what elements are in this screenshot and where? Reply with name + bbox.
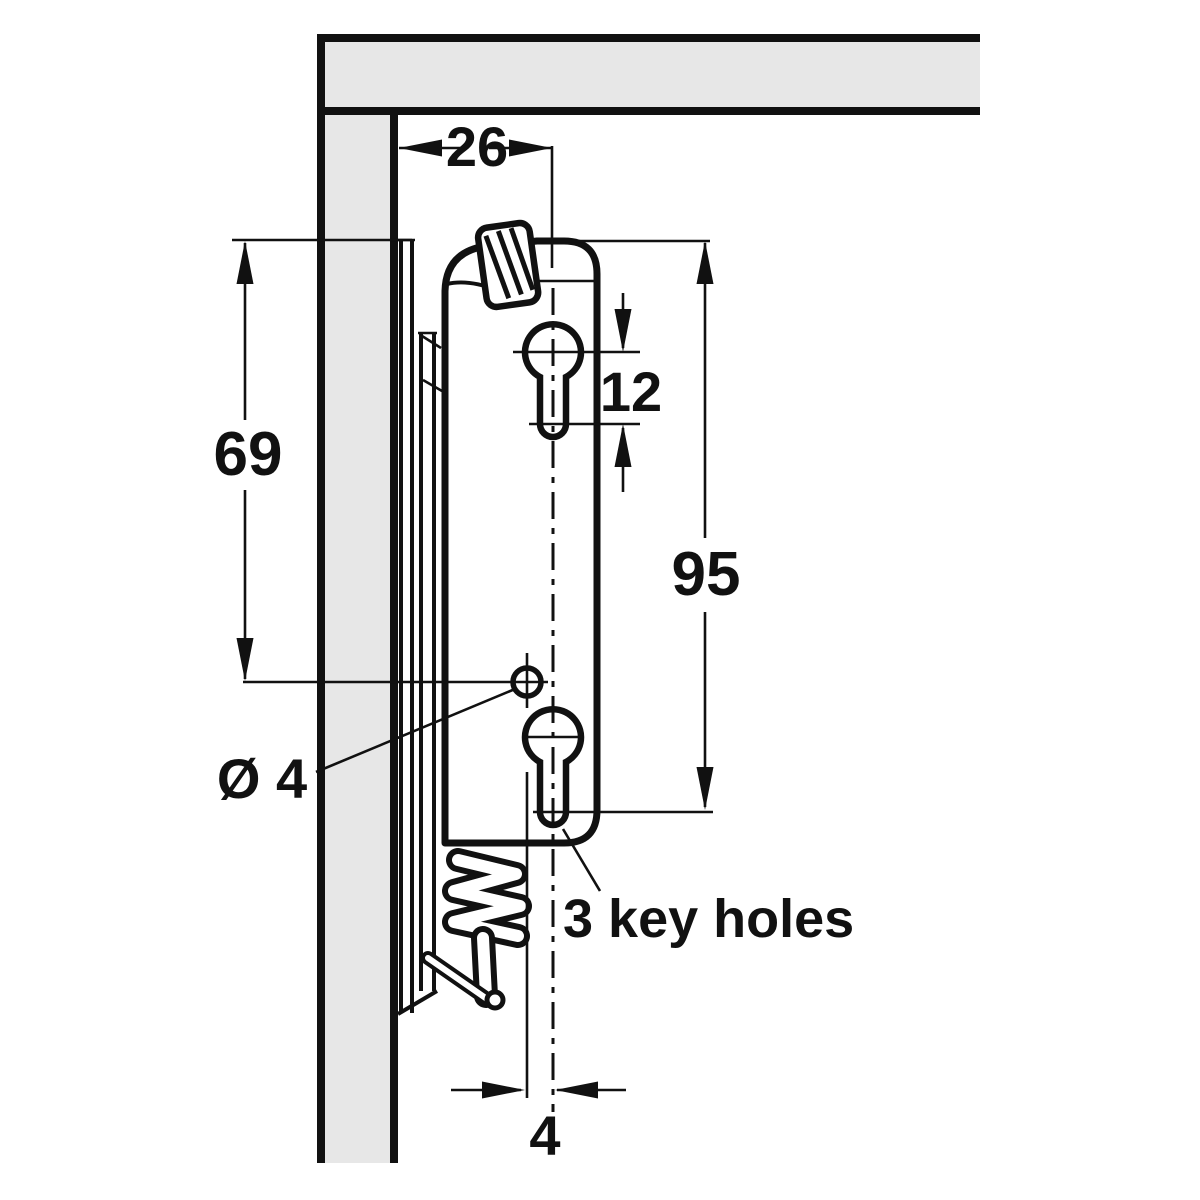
back-panel-bottom-slant — [396, 989, 439, 1016]
dim-95-bottom-arrowhead — [696, 767, 714, 810]
top-panel-left-edge — [317, 34, 325, 115]
top-panel-lower-edge — [317, 107, 980, 115]
spring-rod-core — [477, 932, 492, 1002]
dimension-4: 4 — [451, 1081, 626, 1167]
keyholes-note: 3 key holes — [561, 828, 854, 949]
construction-lines — [243, 239, 713, 814]
centerlines — [525, 146, 555, 1112]
lever-arm-core — [425, 955, 490, 1002]
cabinet-top-panel — [317, 34, 980, 115]
dim-4-label: 4 — [529, 1104, 560, 1167]
dim-95-label: 95 — [672, 540, 741, 609]
dimension-dia4: Ø 4 — [217, 687, 516, 810]
cabinet-side-panel — [317, 115, 398, 1163]
tension-spring-assembly — [421, 848, 532, 1011]
dim-12-top-arrowhead — [614, 309, 632, 352]
screw-thread-line-2 — [495, 230, 524, 296]
rod-end-knob — [484, 989, 506, 1011]
dim-95-top-arrowhead — [696, 241, 714, 284]
top-panel-fill — [322, 40, 980, 109]
dia4-leader-line — [315, 687, 516, 774]
cabinet-back-panel-lines — [396, 238, 439, 1016]
side-panel-fill — [322, 115, 392, 1163]
dimension-12: 12 — [600, 293, 662, 492]
dim-69-bottom-arrowhead — [236, 638, 254, 681]
adjustment-screw — [474, 219, 542, 311]
screw-thread-line-3 — [508, 227, 536, 291]
dim-26-label: 26 — [446, 115, 508, 178]
dim-69-label: 69 — [214, 420, 283, 489]
dia4-label: Ø 4 — [217, 747, 307, 810]
screw-thread-line-1 — [483, 234, 512, 300]
dimension-26: 26 — [399, 115, 552, 178]
dimension-95: 95 — [672, 241, 741, 810]
top-panel-upper-edge — [317, 34, 980, 42]
keyholes-note-label: 3 key holes — [563, 889, 854, 949]
dimension-69: 69 — [214, 241, 283, 681]
side-panel-left-edge — [317, 115, 325, 1163]
keyholes-note-leader — [561, 828, 602, 892]
dim-26-right-arrowhead — [509, 139, 552, 157]
dim-12-label: 12 — [600, 360, 662, 423]
dim-26-left-arrowhead — [399, 139, 442, 157]
dim-12-bottom-arrowhead — [614, 424, 632, 467]
spring-coil-core — [448, 854, 526, 942]
flange-diagonal-lower — [422, 378, 443, 393]
dim-69-top-arrowhead — [236, 241, 254, 284]
bracket-flange-lines — [418, 331, 443, 991]
dim-4-left-arrowhead — [482, 1081, 525, 1099]
side-panel-right-edge — [390, 115, 398, 1163]
flange-diagonal-upper — [421, 334, 442, 350]
dim-4-right-arrowhead — [555, 1081, 598, 1099]
